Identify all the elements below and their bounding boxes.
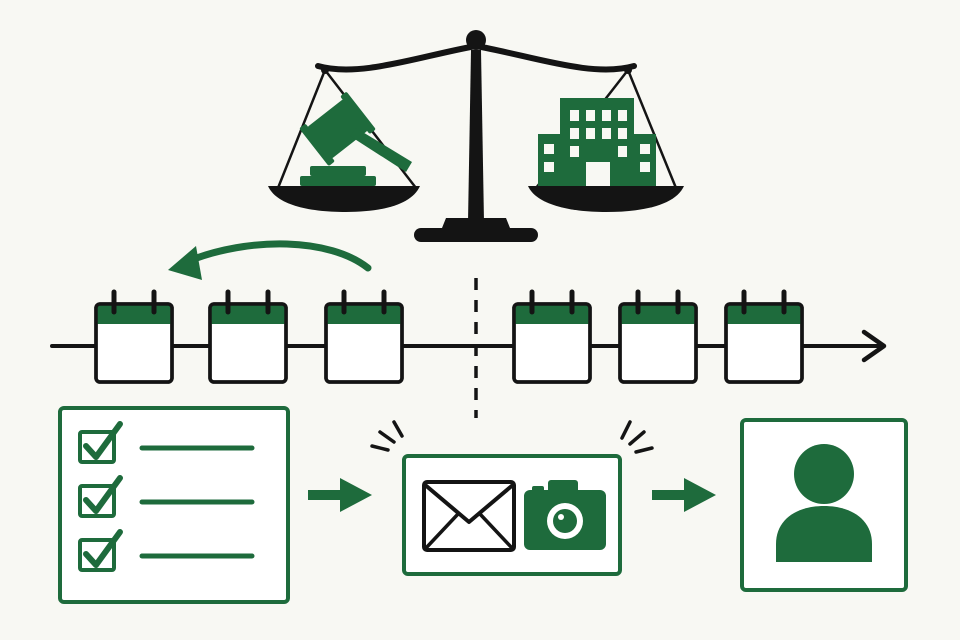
calendar-icon	[208, 289, 288, 384]
checklist-row	[78, 421, 255, 464]
checklist-row	[78, 529, 255, 572]
flow-arrow-icon	[652, 478, 716, 512]
calendar-icon	[512, 289, 592, 384]
timeline	[50, 278, 887, 418]
gavel-icon	[299, 92, 412, 186]
scale-base	[442, 218, 510, 228]
checkmark-icon	[83, 421, 123, 460]
checkmark-icon	[83, 475, 123, 514]
back-arrow-icon	[168, 240, 372, 280]
checklist-icon	[58, 406, 290, 604]
checkmark-icon	[83, 529, 123, 568]
calendar-icon	[324, 289, 404, 384]
communications-panel	[370, 420, 654, 576]
timeline-arrowhead-icon	[861, 329, 887, 363]
scale-right-pan	[528, 186, 684, 212]
calendar-group	[94, 289, 804, 384]
envelope-icon	[422, 480, 516, 552]
person-icon	[740, 418, 908, 592]
calendar-icon	[94, 289, 174, 384]
camera-icon	[524, 480, 606, 550]
scale-left-pan	[268, 186, 420, 212]
scale-foot	[414, 228, 538, 242]
flow-arrow-icon	[308, 478, 372, 512]
scale-pillar	[468, 50, 484, 222]
calendar-icon	[724, 289, 804, 384]
balance-scale-icon	[268, 30, 684, 242]
calendar-icon	[618, 289, 698, 384]
scale-top-knob	[466, 30, 486, 50]
office-building-icon	[538, 98, 656, 186]
checklist-row	[78, 475, 255, 518]
attention-ticks-icon	[370, 420, 654, 454]
